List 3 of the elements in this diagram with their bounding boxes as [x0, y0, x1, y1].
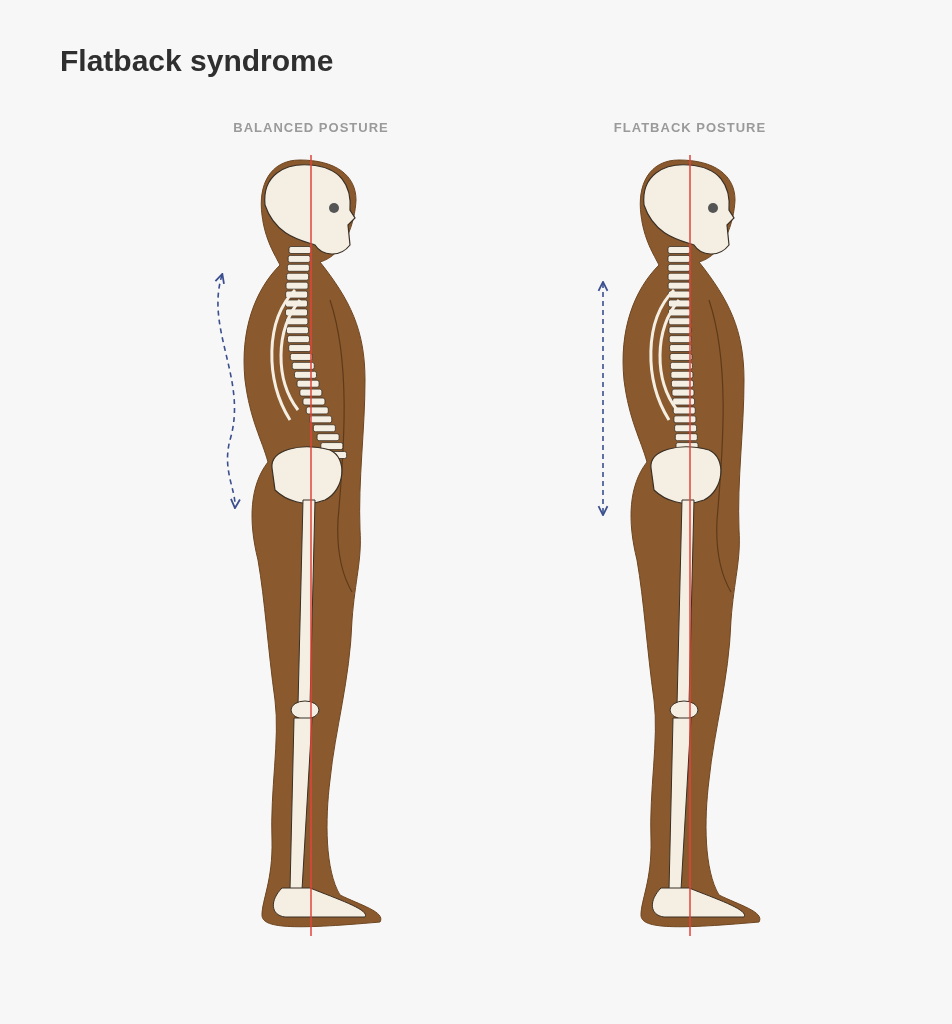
posture-label: BALANCED POSTURE	[233, 120, 389, 135]
title: Flatback syndrome	[60, 44, 334, 78]
posture-label: FLATBACK POSTURE	[613, 120, 767, 135]
